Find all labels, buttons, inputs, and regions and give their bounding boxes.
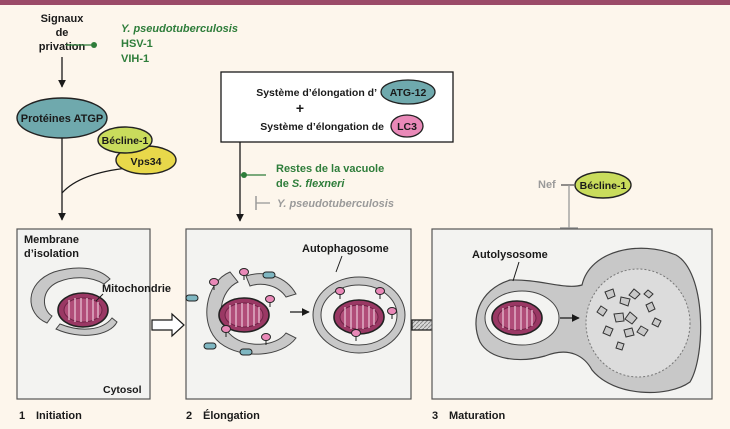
- atg12-ellipse: [380, 79, 436, 105]
- autolysosome-pointer: [512, 261, 520, 282]
- step3-caption: Maturation: [449, 410, 506, 422]
- mitochondria-4: [491, 300, 543, 336]
- step2-number: 2: [186, 410, 192, 422]
- membrane-label-1: Membrane: [24, 234, 79, 246]
- shigella-line2: de S. flexneri: [276, 178, 345, 190]
- lc3-label: LC3: [397, 121, 417, 133]
- step2-caption: Élongation: [203, 409, 260, 422]
- shigella-dot: [241, 172, 247, 178]
- becline-label: Bécline-1: [102, 135, 149, 147]
- lc3-ellipse: [390, 114, 424, 138]
- nef-label: Nef: [538, 179, 556, 191]
- mitochondria-3: [333, 299, 385, 335]
- arrow-1-to-2: [151, 312, 185, 338]
- lysosome-lumen: [585, 268, 691, 378]
- complex-connector: [61, 167, 129, 194]
- pathogen-hsv: HSV-1: [121, 38, 153, 50]
- isolation-membrane: [30, 267, 111, 324]
- vps34-label: Vps34: [131, 156, 162, 168]
- cytosol-label: Cytosol: [103, 384, 142, 396]
- pathogen-inhibit-dot: [91, 42, 97, 48]
- shigella-line1: Restes de la vacuole: [276, 163, 384, 175]
- signals-line3: privation: [39, 41, 86, 53]
- step3-number: 3: [432, 410, 438, 422]
- shigella-line2-italic: S. flexneri: [292, 178, 346, 190]
- signals-line1: Signaux: [41, 13, 85, 25]
- autophagosome-pointer: [335, 255, 343, 273]
- signals-line2: de: [56, 27, 69, 39]
- yersinia-gray-label: Y. pseudotuberculosis: [277, 198, 394, 210]
- elongation-line2: Système d’élongation de: [260, 121, 384, 133]
- mito-pointer: [95, 293, 104, 302]
- degraded-fragments: [596, 288, 662, 351]
- shigella-line2-prefix: de: [276, 178, 292, 190]
- nef-becline-label: Bécline-1: [580, 180, 627, 192]
- atg-proteins-label: Protéines ATGP: [21, 113, 104, 125]
- pathogen-vih: VIH-1: [121, 53, 149, 65]
- membrane-label-2: d’isolation: [24, 248, 79, 260]
- elongation-line1: Système d’élongation d’: [256, 87, 377, 99]
- autophagosome-label: Autophagosome: [302, 243, 389, 255]
- isolation-membrane-lower: [55, 317, 118, 336]
- header-bar: [0, 0, 730, 5]
- elongation-plus: +: [296, 100, 304, 116]
- atg12-label: ATG-12: [390, 87, 427, 99]
- atg12-dot-1: [262, 271, 276, 279]
- atg12-dot-4: [239, 348, 253, 356]
- atg12-dot-3: [203, 342, 217, 350]
- step1-caption: Initiation: [36, 410, 82, 422]
- mito-label: Mitochondrie: [102, 283, 171, 295]
- nef-becline-ellipse: [574, 171, 632, 199]
- autolysosome-label: Autolysosome: [472, 249, 548, 261]
- step1-number: 1: [19, 410, 25, 422]
- mitochondria-1: [57, 292, 109, 328]
- becline-ellipse: [97, 126, 153, 154]
- atg12-dot-2: [185, 294, 199, 302]
- pathogen-yersinia: Y. pseudotuberculosis: [121, 23, 238, 35]
